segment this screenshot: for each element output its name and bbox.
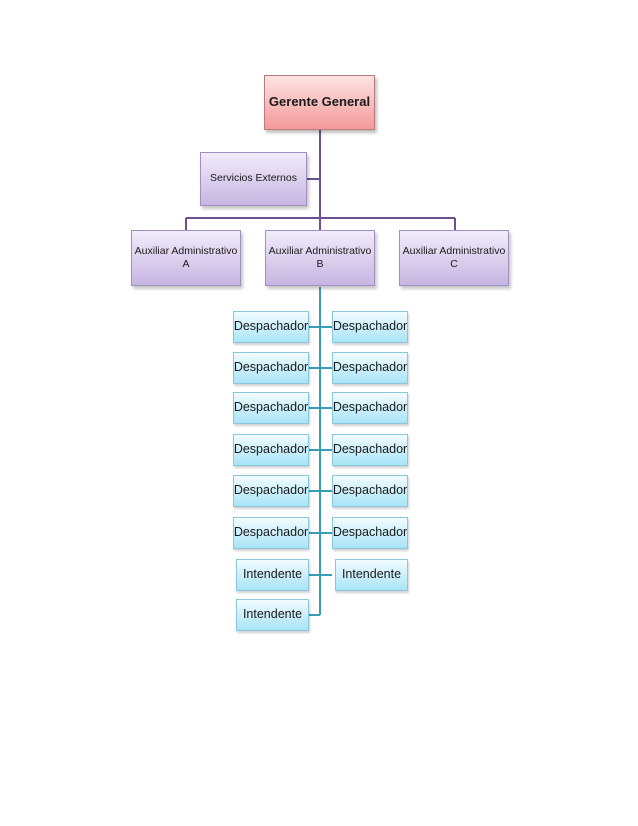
node-label: Intendente [242, 607, 303, 622]
node-staff-right: Despachador [332, 475, 408, 507]
node-label: Despachador [233, 360, 309, 375]
node-label: Auxiliar Administrativo C [402, 244, 506, 270]
node-label: Despachador [332, 319, 408, 334]
node-label: Despachador [233, 483, 309, 498]
node-label: Gerente General [268, 94, 371, 110]
node-label: Intendente [341, 567, 402, 582]
node-staff-left: Despachador [233, 392, 309, 424]
node-label: Despachador [332, 442, 408, 457]
node-staff-left: Despachador [233, 475, 309, 507]
node-label: Despachador [233, 442, 309, 457]
node-auxiliar-administrativo-c: Auxiliar Administrativo C [399, 230, 509, 286]
node-staff-left: Despachador [233, 352, 309, 384]
node-staff-right: Despachador [332, 311, 408, 343]
node-label: Despachador [332, 400, 408, 415]
node-staff-right: Despachador [332, 517, 408, 549]
node-staff-left: Intendente [236, 599, 309, 631]
node-auxiliar-administrativo-b: Auxiliar Administrativo B [265, 230, 375, 286]
node-staff-left: Despachador [233, 311, 309, 343]
node-staff-left: Despachador [233, 517, 309, 549]
node-label: Despachador [233, 400, 309, 415]
node-servicios-externos: Servicios Externos [200, 152, 307, 206]
node-gerente-general: Gerente General [264, 75, 375, 130]
node-label: Despachador [332, 360, 408, 375]
node-staff-left: Intendente [236, 559, 309, 591]
node-auxiliar-administrativo-a: Auxiliar Administrativo A [131, 230, 241, 286]
node-staff-right: Intendente [335, 559, 408, 591]
node-staff-right: Despachador [332, 392, 408, 424]
node-label: Despachador [332, 525, 408, 540]
node-label: Servicios Externos [210, 172, 297, 185]
node-label: Despachador [332, 483, 408, 498]
node-staff-right: Despachador [332, 434, 408, 466]
node-staff-right: Despachador [332, 352, 408, 384]
node-label: Despachador [233, 525, 309, 540]
node-label: Despachador [233, 319, 309, 334]
node-staff-left: Despachador [233, 434, 309, 466]
node-label: Auxiliar Administrativo B [268, 244, 372, 270]
node-label: Auxiliar Administrativo A [134, 244, 238, 270]
node-label: Intendente [242, 567, 303, 582]
